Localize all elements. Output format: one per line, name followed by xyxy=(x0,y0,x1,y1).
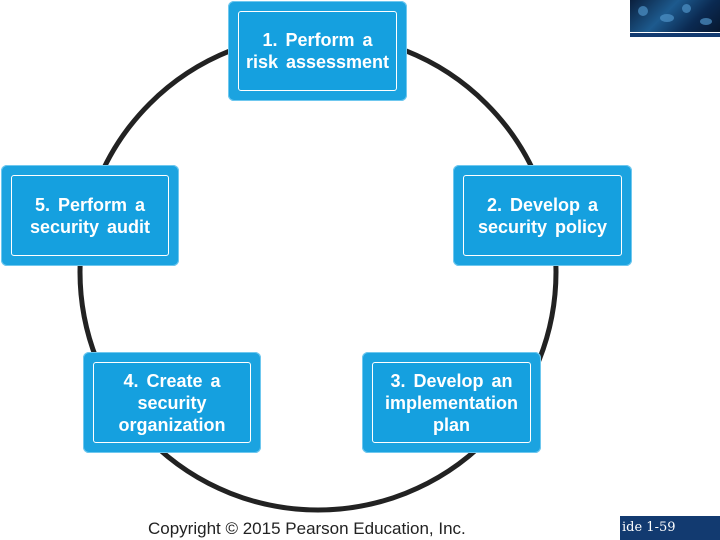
slide-number-badge: ide 1-59 xyxy=(620,516,720,540)
step-box-risk-assessment: 1. Perform a risk assessment xyxy=(228,1,407,101)
step-label-implementation-plan: 3. Develop an implementation plan xyxy=(372,362,531,443)
step-label-security-organization: 4. Create a security organization xyxy=(93,362,251,443)
step-label-security-policy: 2. Develop a security policy xyxy=(463,175,622,256)
step-box-security-organization: 4. Create a security organization xyxy=(83,352,261,453)
step-label-security-audit: 5. Perform a security audit xyxy=(11,175,169,256)
copyright-text: Copyright © 2015 Pearson Education, Inc. xyxy=(148,519,466,538)
step-label-risk-assessment: 1. Perform a risk assessment xyxy=(238,11,397,91)
header-decorative-image xyxy=(630,0,720,32)
step-box-security-policy: 2. Develop a security policy xyxy=(453,165,632,266)
header-bar xyxy=(630,33,720,37)
step-box-implementation-plan: 3. Develop an implementation plan xyxy=(362,352,541,453)
step-box-security-audit: 5. Perform a security audit xyxy=(1,165,179,266)
